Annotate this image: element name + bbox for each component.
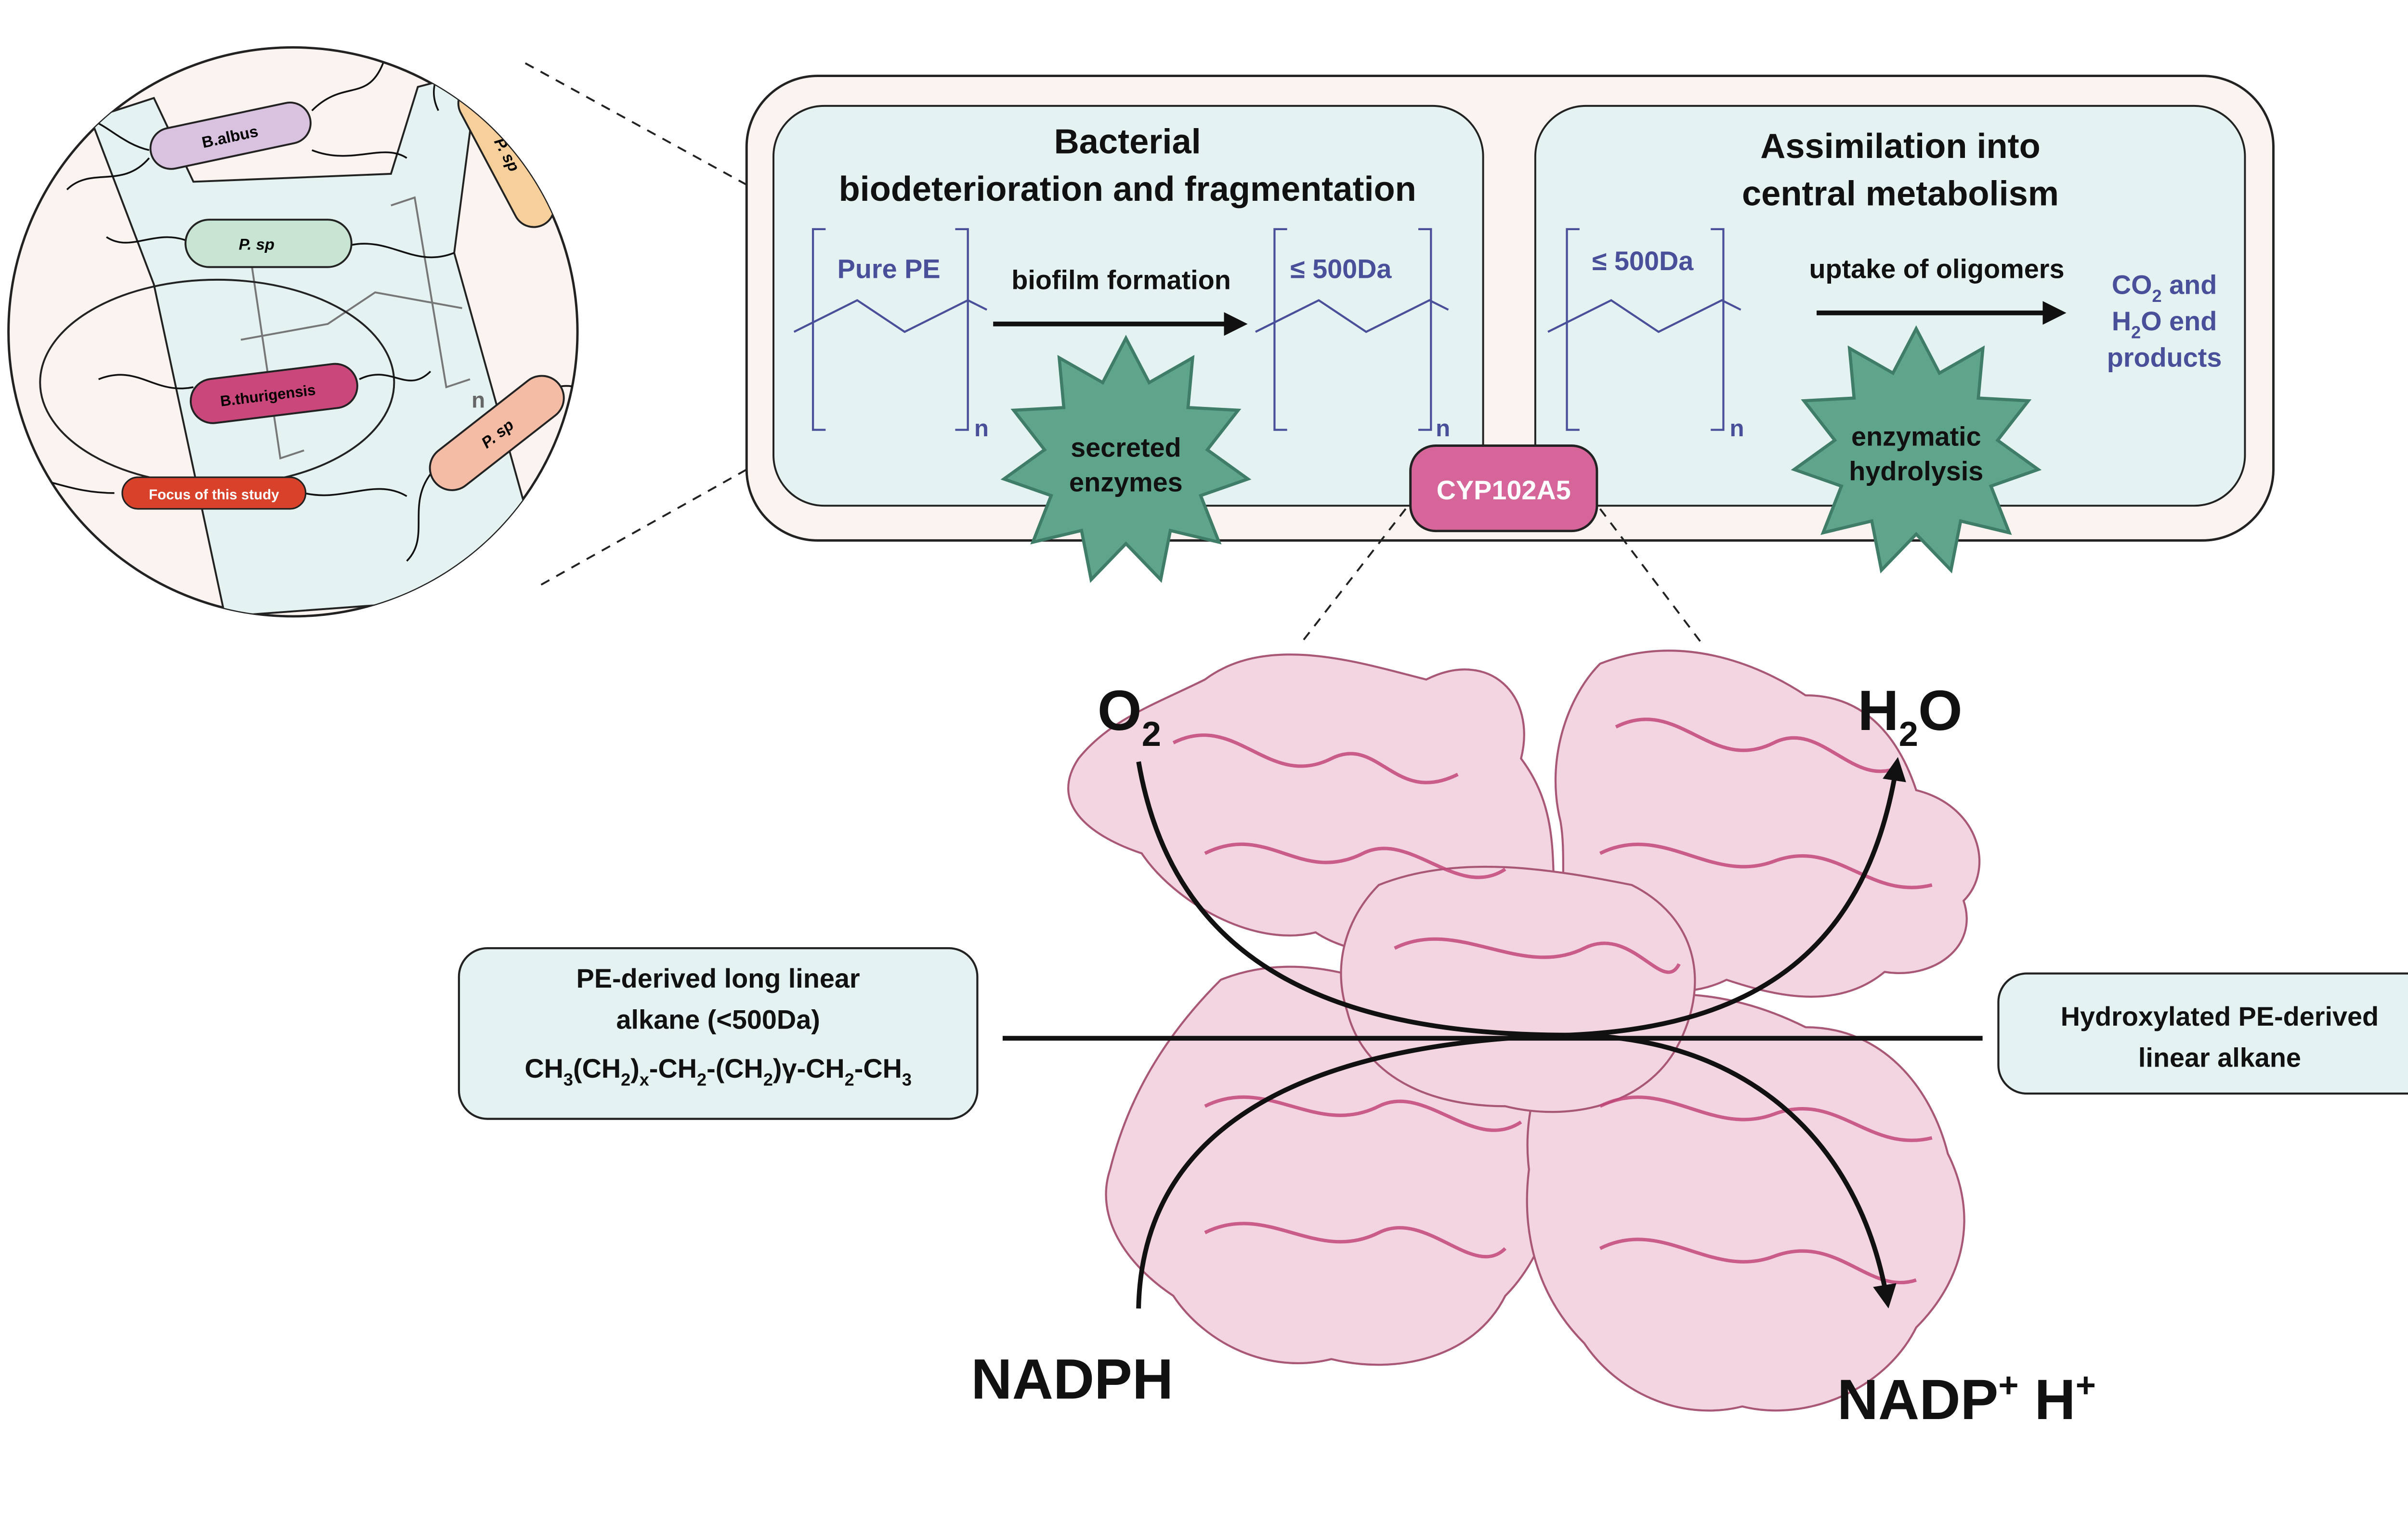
star-left-label-2: enzymes: [1069, 467, 1183, 497]
svg-text:CO2 and: CO2 and: [2112, 269, 2217, 305]
bacterium-b-albus: B.albus: [149, 101, 312, 170]
protein-ribbons: [1172, 717, 1933, 1285]
svg-text:Focus of this study: Focus of this study: [149, 487, 279, 503]
polymer2-label: ≤ 500Da: [1290, 254, 1392, 284]
panel-assimilation: Assimilation into central metabolism ≤ 5…: [1534, 104, 2246, 507]
cyp102a5-badge: CYP102A5: [1409, 444, 1598, 533]
panel-right-title-2: central metabolism: [1742, 175, 2059, 213]
panel-left-title-1: Bacterial: [1054, 122, 1201, 161]
h2o-label: H2O: [1858, 679, 1962, 754]
polymer-oligomer-right: [1547, 228, 1741, 431]
polymer3-label: ≤ 500Da: [1592, 246, 1694, 276]
cyp-connector-right: [1599, 508, 1704, 646]
svg-text:products: products: [2107, 342, 2222, 372]
cyp102a5-protein-structure: [1067, 650, 1981, 1412]
product-box: Hydroxylated PE-derived linear alkane: [1997, 972, 2408, 1095]
substrate-line-2: alkane (<500Da): [616, 1004, 820, 1034]
inset-connector-top: [524, 62, 750, 187]
product-line-1: Hydroxylated PE-derived: [2061, 1001, 2379, 1031]
nadph-label: NADPH: [971, 1347, 1173, 1411]
star-right-label-2: hydrolysis: [1849, 456, 1983, 486]
star-left-label-1: secreted: [1071, 432, 1181, 462]
substrate-formula: CH3(CH2)x-CH2-(CH2)γ-CH2-CH3: [524, 1053, 912, 1089]
substrate-box: PE-derived long linear alkane (<500Da) C…: [458, 947, 979, 1120]
nadp-label: NADP+ H+: [1837, 1366, 2096, 1432]
bacterium-p-sp-bottom: P. sp: [429, 375, 565, 491]
polymer3-n: n: [1730, 415, 1744, 442]
uptake-label: uptake of oligomers: [1809, 254, 2064, 284]
product-line-2: linear alkane: [2138, 1042, 2301, 1072]
enzymatic-hydrolysis-star: [1791, 325, 2042, 574]
svg-text:P. sp: P. sp: [239, 235, 275, 253]
inset-circle: n B.albu: [7, 46, 579, 618]
polymer1-n: n: [974, 415, 989, 442]
o2-label: O2: [1098, 679, 1161, 754]
polymer-oligomer-left: [1255, 228, 1449, 431]
end-products: CO2 and H2O end products: [2107, 269, 2222, 372]
inset-repeat-n: n: [471, 388, 485, 413]
protein-surface: [1067, 650, 1981, 1412]
polymer1-label: Pure PE: [838, 254, 941, 284]
polymer2-n: n: [1436, 415, 1450, 442]
focus-of-study-badge: Focus of this study: [121, 476, 307, 510]
svg-text:H2O end: H2O end: [2112, 306, 2217, 342]
inset-connector-bottom: [540, 467, 750, 586]
cyp-connector-left: [1299, 508, 1407, 646]
polymer-pure-pe: [793, 228, 988, 431]
panel-left-title-2: biodeterioration and fragmentation: [839, 170, 1416, 209]
panel-biodeterioration: Bacterial biodeterioration and fragmenta…: [772, 104, 1484, 507]
biofilm-label: biofilm formation: [1011, 265, 1231, 295]
secreted-enzymes-star: [1000, 335, 1252, 583]
substrate-line-1: PE-derived long linear: [576, 963, 860, 993]
panel-right-title-1: Assimilation into: [1760, 127, 2041, 166]
bacterium-b-thurigensis: B.thurigensis: [190, 363, 358, 424]
svg-text:CYP102A5: CYP102A5: [1437, 475, 1571, 505]
bacterium-p-sp-left: P. sp: [184, 219, 353, 268]
star-right-label-1: enzymatic: [1851, 421, 1981, 451]
